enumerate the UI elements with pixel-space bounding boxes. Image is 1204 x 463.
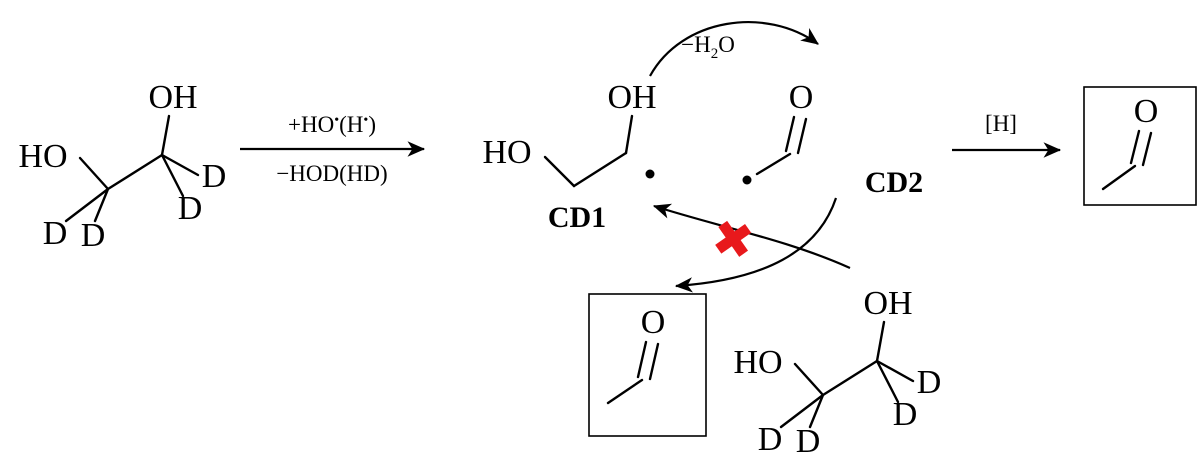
atom-label-oh: OH [148, 79, 197, 116]
bond [78, 156, 110, 191]
double-bond-line [648, 342, 660, 381]
bond [875, 320, 886, 363]
radical-dot-icon [742, 175, 752, 185]
dehydration-text: O [718, 32, 735, 57]
product-box [1083, 86, 1197, 206]
radical-dot-icon: • [363, 113, 368, 128]
substrate-glycol-d4: OH HO D D D D [733, 285, 941, 460]
reduction-label: [H] [985, 111, 1017, 136]
atom-label-o: O [789, 79, 814, 116]
bond [1101, 164, 1137, 191]
product-box-final: O [1083, 86, 1197, 206]
curved-arrow [649, 21, 819, 77]
curved-arrow-to-product [674, 197, 838, 293]
bond [106, 153, 164, 191]
bond [160, 153, 200, 177]
double-bond-line [1141, 131, 1153, 167]
reagent-text: ) [368, 112, 376, 137]
atom-label-d: D [796, 423, 821, 460]
double-bond-line [1129, 129, 1141, 165]
atom-label-d: D [81, 217, 106, 254]
bond [808, 393, 825, 429]
atom-label-o: O [1134, 93, 1159, 130]
bond [779, 393, 825, 429]
atom-label-d: D [917, 364, 942, 401]
reagent-text: (H [339, 112, 363, 137]
bond [572, 151, 628, 188]
bond [606, 378, 644, 405]
product-box-blocked: O [588, 293, 707, 437]
bond [93, 187, 110, 223]
atom-label-ho: HO [733, 344, 782, 381]
bond [543, 155, 576, 188]
atom-label-ho: HO [482, 134, 531, 171]
dehydration-label: −H2O [681, 32, 735, 62]
byproduct-label-below: −HOD(HD) [276, 161, 387, 186]
bond [755, 152, 792, 176]
radical-dot-icon [645, 169, 655, 179]
dehydration-subscript: 2 [711, 46, 719, 62]
atom-label-d: D [758, 421, 783, 458]
dehydration-arrow: −H2O [649, 21, 819, 77]
atom-label-d: D [893, 396, 918, 433]
double-bond-line [796, 117, 808, 155]
bond [875, 359, 915, 383]
blocked-cross-icon: ✖ [707, 208, 758, 272]
bond [64, 187, 110, 223]
product-box [588, 293, 707, 437]
curved-arrow-to-cd1 [652, 203, 851, 270]
atom-label-oh: OH [607, 79, 656, 116]
double-bond-line [636, 340, 648, 379]
bond [160, 153, 185, 198]
reduction-arrow: [H] [952, 111, 1062, 158]
blocked-h-abstraction: ✖ [652, 197, 851, 293]
bond [821, 359, 879, 397]
reagent-label-above: +HO•(H•) [288, 112, 376, 137]
atom-label-oh: OH [863, 285, 912, 322]
atom-label-d: D [178, 190, 203, 227]
atom-label-d: D [202, 158, 227, 195]
radical-dot-icon: • [334, 113, 339, 128]
dehydration-text: −H [681, 32, 711, 57]
atom-label-d: D [43, 215, 68, 252]
atom-label-ho: HO [18, 138, 67, 175]
reaction-step-1-arrow: +HO•(H•) −HOD(HD) [240, 112, 426, 186]
bond [793, 362, 825, 397]
bond [875, 359, 900, 404]
radical-intermediate-cd1: HO OH CD1 [482, 79, 656, 234]
bond [624, 114, 634, 155]
species-label-cd2: CD2 [865, 166, 923, 199]
radical-intermediate-cd2: O CD2 [742, 79, 923, 199]
reagent-text: +HO [288, 112, 334, 137]
atom-label-o: O [641, 304, 666, 341]
double-bond-line [784, 115, 796, 153]
reactant-glycol-d4: OH HO D D D D [18, 79, 226, 254]
bond [160, 114, 171, 157]
species-label-cd1: CD1 [548, 201, 606, 234]
